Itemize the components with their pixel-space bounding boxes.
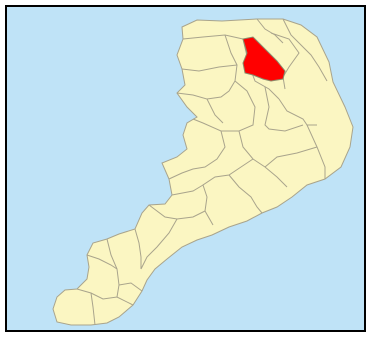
highlighted-county [242,36,286,82]
county-borders [76,18,328,326]
map-frame [5,5,366,332]
locator-map [7,7,364,330]
land-mass [52,18,354,326]
